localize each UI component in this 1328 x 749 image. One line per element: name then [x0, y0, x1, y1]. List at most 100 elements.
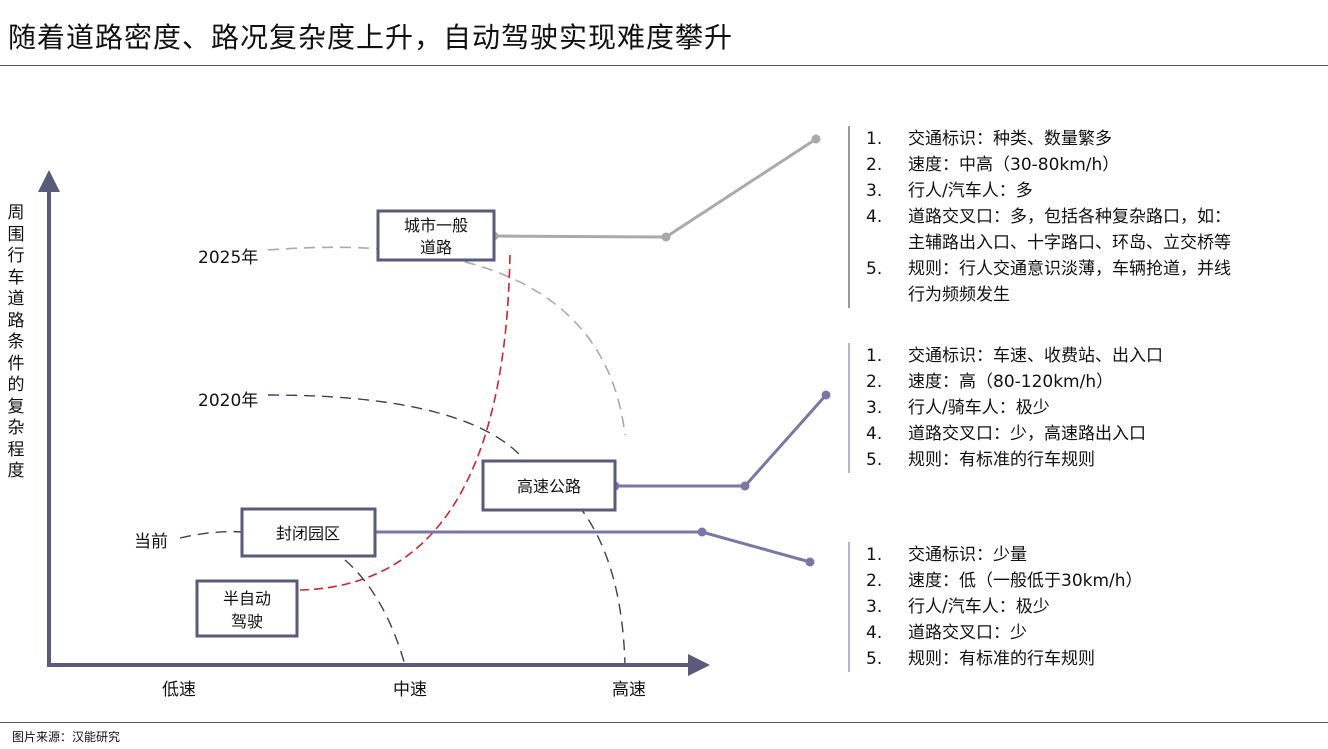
y-axis-label-char: 条	[7, 332, 25, 352]
connector-city	[493, 137, 817, 239]
connector-highway-dot-2	[740, 481, 750, 491]
list-item-number: 2.	[866, 571, 883, 591]
connector-highway-dot-3	[821, 390, 831, 400]
list-item: 5. 规则：有标准的行车规则	[866, 447, 1328, 473]
y-axis-label-char: 行	[7, 246, 25, 266]
list-item-number: 3.	[866, 181, 883, 201]
list-item-text: 行人/汽车人：多	[908, 181, 1033, 201]
list-item: 4. 道路交叉口：少	[866, 620, 1328, 646]
list-item-number: 5.	[866, 259, 883, 279]
list-item: 1. 交通标识：少量	[866, 542, 1328, 568]
list-item-text: 速度：高（80-120km/h）	[908, 372, 1114, 392]
list-item-text: 规则：有标准的行车规则	[908, 450, 1095, 470]
list-item: 2. 速度：低（一般低于30km/h）	[866, 568, 1328, 594]
title-divider	[0, 65, 1328, 66]
y-axis-label-char: 度	[7, 461, 25, 481]
list-item-number: 2.	[866, 372, 883, 392]
box-closed-park: 封闭园区	[240, 507, 377, 558]
y-axis-arrow	[38, 170, 60, 192]
box-highway: 高速公路	[481, 459, 617, 512]
year-label-2020: 2020年	[198, 391, 258, 411]
box-city-line-1: 城市一般	[404, 216, 468, 235]
year-label-current: 当前	[134, 532, 168, 552]
y-axis-label-char: 路	[7, 310, 25, 331]
list-item-text: 交通标识：种类、数量繁多	[908, 129, 1112, 149]
y-axis-label-char: 道	[7, 289, 25, 309]
list-item-text: 道路交叉口：少，高速路出入口	[908, 424, 1146, 444]
list-item: 3. 行人/骑车人：极少	[866, 395, 1328, 421]
y-axis-label-char: 车	[7, 267, 25, 288]
box-city-road: 城市一般 道路	[376, 209, 496, 262]
page-title: 随着道路密度、路况复杂度上升，自动驾驶实现难度攀升	[8, 21, 734, 54]
list-item-number: 3.	[866, 398, 883, 418]
connector-city-dot-2	[661, 232, 671, 242]
list-item-number: 4.	[866, 207, 883, 227]
x-tick-low: 低速	[162, 680, 196, 700]
list-closed-park: 1. 交通标识：少量 2. 速度：低（一般低于30km/h） 3. 行人/汽车人：极少 4.…	[848, 542, 1328, 672]
y-axis-label-char: 复	[7, 396, 25, 417]
box-highway-label: 高速公路	[517, 477, 581, 496]
arc-current	[179, 530, 243, 539]
list-item: 4. 道路交叉口：多，包括各种复杂路口，如： 主辅路出入口、十字路口、环岛、立交桥…	[866, 204, 1328, 256]
arc-current-lower	[344, 559, 406, 666]
list-item-text: 速度：低（一般低于30km/h）	[908, 571, 1143, 591]
arc-2025	[267, 246, 626, 436]
list-item-number: 5.	[866, 649, 883, 669]
list-item-number: 4.	[866, 623, 883, 643]
y-axis-label-char: 杂	[7, 418, 25, 438]
list-item-text: 交通标识：车速、收费站、出入口	[908, 346, 1163, 366]
list-item: 1. 交通标识：种类、数量繁多	[866, 126, 1328, 152]
connector-park	[375, 530, 811, 564]
box-park-label: 封闭园区	[276, 524, 340, 543]
list-item: 5. 规则：有标准的行车规则	[866, 646, 1328, 672]
x-axis-arrow	[688, 654, 710, 676]
list-city-road: 1. 交通标识：种类、数量繁多 2. 速度：中高（30-80km/h） 3. 行人/汽车人…	[848, 126, 1328, 308]
source-note: 图片来源：汉能研究	[12, 730, 121, 744]
footer-divider	[0, 722, 1328, 723]
list-item-text: 规则：行人交通意识淡薄，车辆抢道，并线 行为频频发生	[908, 259, 1231, 305]
y-axis-label-char: 周	[7, 203, 25, 223]
list-item-text: 道路交叉口：多，包括各种复杂路口，如： 主辅路出入口、十字路口、环岛、立交桥等	[908, 207, 1231, 253]
box-city-line-2: 道路	[420, 238, 452, 257]
list-item-text: 交通标识：少量	[908, 545, 1027, 565]
list-item: 2. 速度：高（80-120km/h）	[866, 369, 1328, 395]
y-axis-label-char: 的	[7, 375, 25, 395]
list-item-text: 规则：有标准的行车规则	[908, 649, 1095, 669]
box-semi-auto: 半自动 驾驶	[195, 579, 299, 638]
connector-park-dot-1	[697, 527, 707, 537]
y-axis-label-char: 件	[7, 353, 25, 374]
y-axis-label-char: 围	[7, 224, 25, 245]
year-label-2025: 2025年	[198, 248, 258, 268]
list-item: 2. 速度：中高（30-80km/h）	[866, 152, 1328, 178]
box-semi-line-2: 驾驶	[231, 612, 263, 631]
arc-2020	[267, 394, 521, 456]
trend-curve	[299, 251, 511, 591]
list-item-text: 道路交叉口：少	[908, 623, 1027, 643]
list-item: 1. 交通标识：车速、收费站、出入口	[866, 343, 1328, 369]
list-item: 3. 行人/汽车人：极少	[866, 594, 1328, 620]
list-item-text: 行人/汽车人：极少	[908, 597, 1050, 617]
connector-city-dot-3	[811, 134, 821, 144]
list-item-text: 行人/骑车人：极少	[908, 398, 1050, 418]
y-axis-label: 周围行车道路条件的复杂程度	[6, 203, 26, 483]
list-item-number: 1.	[866, 346, 883, 366]
list-item-text: 速度：中高（30-80km/h）	[908, 155, 1120, 175]
y-axis-label-char: 程	[7, 439, 25, 460]
x-tick-mid: 中速	[393, 680, 427, 700]
list-item-number: 1.	[866, 545, 883, 565]
list-item: 3. 行人/汽车人：多	[866, 178, 1328, 204]
connector-highway	[615, 394, 828, 488]
connector-park-dot-2	[805, 557, 815, 567]
box-semi-line-1: 半自动	[223, 589, 271, 608]
list-item: 5. 规则：行人交通意识淡薄，车辆抢道，并线 行为频频发生	[866, 256, 1328, 308]
x-tick-high: 高速	[612, 680, 646, 700]
list-item-number: 4.	[866, 424, 883, 444]
list-item-number: 3.	[866, 597, 883, 617]
list-item-number: 1.	[866, 129, 883, 149]
arc-2020-lower	[577, 504, 626, 666]
list-item-number: 2.	[866, 155, 883, 175]
list-item: 4. 道路交叉口：少，高速路出入口	[866, 421, 1328, 447]
list-item-number: 5.	[866, 450, 883, 470]
list-highway: 1. 交通标识：车速、收费站、出入口 2. 速度：高（80-120km/h） 3. 行人/…	[848, 343, 1328, 473]
